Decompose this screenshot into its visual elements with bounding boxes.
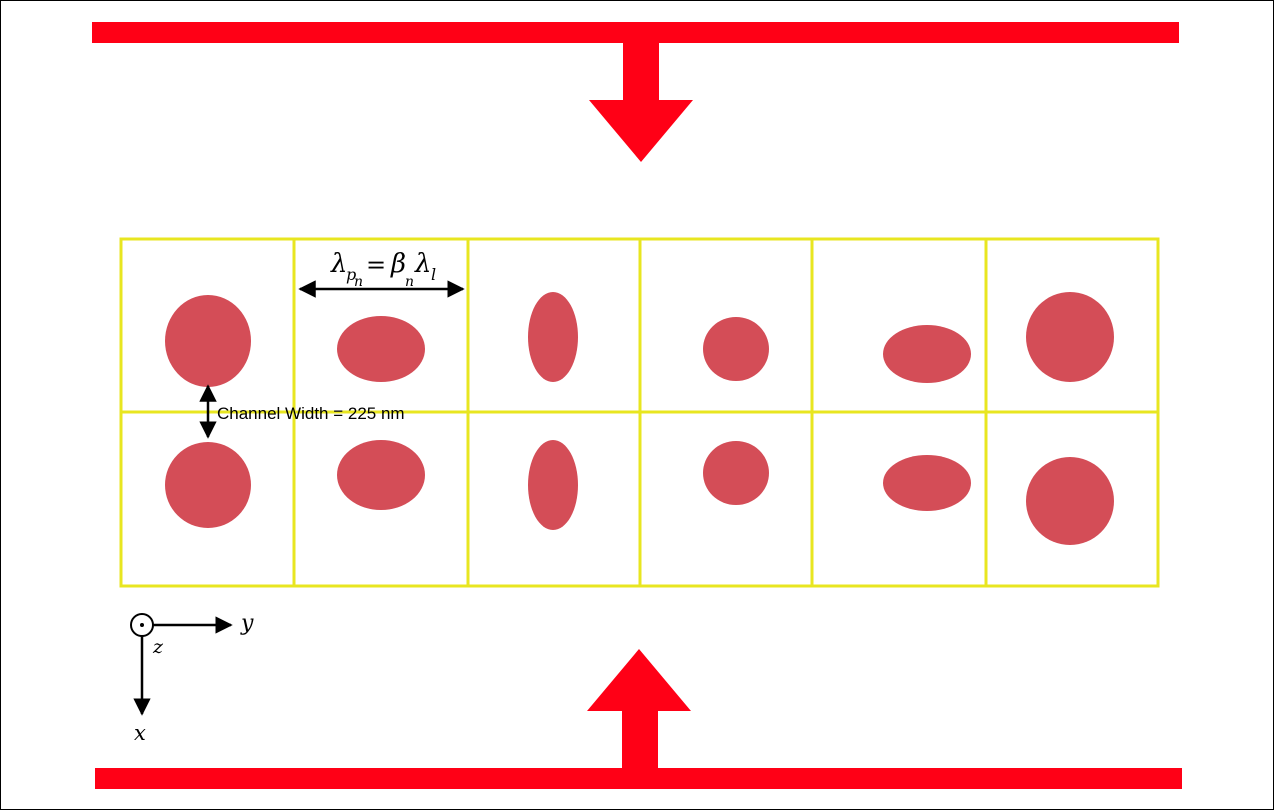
- period-label-lambda-l: λ: [414, 249, 431, 279]
- lattice-cell: [810, 237, 988, 414]
- bottom-plate: [95, 768, 1182, 789]
- period-label-equals: =: [366, 251, 386, 279]
- particle: [528, 292, 578, 382]
- period-label-beta-n: n: [405, 274, 414, 290]
- x-axis-label: x: [134, 721, 146, 745]
- particle: [703, 317, 769, 381]
- period-label-beta: β: [390, 249, 406, 279]
- period-label: λ p n = β n λ l: [330, 249, 436, 290]
- z-axis-label: z: [152, 636, 164, 658]
- arrow-down-icon: [589, 43, 693, 162]
- arrow-up-icon: [587, 649, 691, 768]
- lattice-cells: [119, 237, 1160, 588]
- period-label-lambda: λ: [330, 249, 347, 279]
- particle: [1026, 457, 1114, 545]
- period-label-p: p: [346, 265, 356, 284]
- period-label-l: l: [431, 265, 436, 284]
- lattice-cell: [984, 410, 1160, 588]
- period-label-n: n: [354, 274, 363, 290]
- channel-width-label: Channel Width = 225 nm: [217, 404, 405, 423]
- z-axis-dot: [140, 623, 144, 627]
- particle: [883, 455, 971, 511]
- particle: [337, 316, 425, 382]
- top-plate: [92, 22, 1179, 43]
- coordinate-axes: z y x: [130, 611, 254, 745]
- particle: [528, 440, 578, 530]
- particles: [165, 292, 1114, 545]
- particle: [883, 325, 971, 383]
- particle: [703, 441, 769, 505]
- particle: [1026, 292, 1114, 382]
- y-axis-label: y: [240, 611, 254, 636]
- particle: [165, 295, 251, 387]
- particle: [165, 442, 251, 528]
- particle: [337, 440, 425, 510]
